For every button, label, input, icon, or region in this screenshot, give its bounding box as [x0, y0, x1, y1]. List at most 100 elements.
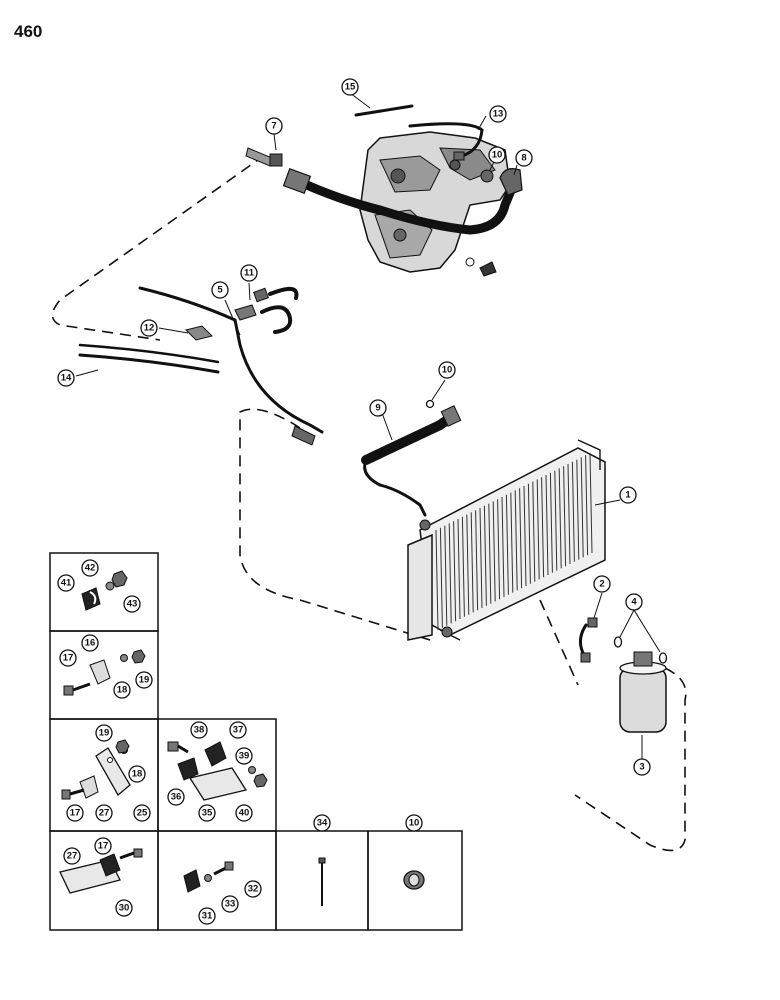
tube-5	[138, 286, 324, 446]
callout-10-detail: 10	[405, 814, 423, 832]
svg-text:11: 11	[244, 268, 255, 279]
callout-14: 14	[57, 369, 75, 387]
hose-assembly-8	[282, 168, 523, 235]
bolt-17-b	[61, 788, 85, 800]
callout-10-top: 10	[488, 146, 506, 164]
svg-text:36: 36	[171, 792, 182, 803]
callout-5: 5	[211, 281, 229, 299]
callout-34: 34	[313, 814, 331, 832]
callout-38: 38	[190, 721, 208, 739]
callout-30: 30	[115, 899, 133, 917]
svg-text:18: 18	[132, 769, 143, 780]
svg-text:27: 27	[99, 808, 110, 819]
callout-35: 35	[198, 804, 216, 822]
svg-text:18: 18	[117, 685, 128, 696]
callout-8: 8	[515, 149, 533, 167]
svg-text:8: 8	[521, 153, 526, 164]
nut-19-a	[131, 649, 146, 664]
callout-18-b: 18	[128, 765, 146, 783]
svg-text:38: 38	[194, 725, 205, 736]
o-ring-10-top	[480, 169, 494, 183]
washer-18-a	[120, 654, 128, 662]
washer-42	[105, 581, 115, 591]
svg-text:19: 19	[99, 728, 110, 739]
receiver-drier-3	[619, 651, 667, 733]
condenser-1	[407, 439, 606, 641]
washer-33	[204, 874, 212, 882]
callout-43: 43	[123, 595, 141, 613]
callout-17-c: 17	[94, 837, 112, 855]
svg-text:35: 35	[202, 808, 213, 819]
nut-19-b	[115, 739, 130, 754]
svg-text:5: 5	[217, 285, 223, 296]
svg-text:16: 16	[85, 638, 96, 649]
svg-text:10: 10	[409, 818, 420, 829]
hose-13	[408, 122, 484, 158]
svg-text:43: 43	[127, 599, 138, 610]
svg-text:12: 12	[144, 323, 155, 334]
o-ring-10-detail	[403, 870, 425, 890]
clip-36	[177, 757, 199, 781]
svg-text:41: 41	[61, 578, 72, 589]
callout-36: 36	[167, 788, 185, 806]
svg-text:17: 17	[70, 808, 81, 819]
callout-9: 9	[369, 399, 387, 417]
routing-dashed-lines	[51, 154, 687, 852]
callout-27-a: 27	[95, 804, 113, 822]
callout-33: 33	[221, 895, 239, 913]
callout-27-b: 27	[63, 847, 81, 865]
callout-12: 12	[140, 319, 158, 337]
svg-text:3: 3	[639, 762, 644, 773]
svg-text:4: 4	[631, 597, 637, 608]
bolt-38	[167, 741, 189, 754]
svg-text:42: 42	[85, 563, 96, 574]
svg-text:39: 39	[239, 751, 250, 762]
hose-15	[354, 104, 414, 117]
callout-15: 15	[341, 78, 359, 96]
callout-37: 37	[229, 721, 247, 739]
clip-41	[81, 587, 101, 611]
detail-grid	[49, 552, 463, 931]
washer-39	[248, 766, 256, 774]
callout-18-a: 18	[113, 681, 131, 699]
strap-34	[318, 857, 326, 906]
o-ring-4a	[613, 636, 623, 648]
callout-39: 39	[235, 747, 253, 765]
bolt-17-c	[119, 848, 143, 860]
fitting-11	[234, 286, 299, 334]
leader-lines	[75, 92, 661, 760]
callout-31: 31	[198, 907, 216, 925]
svg-text:10: 10	[492, 150, 503, 161]
clip-12	[185, 325, 213, 341]
svg-text:34: 34	[317, 818, 328, 829]
svg-text:17: 17	[98, 841, 109, 852]
callout-17-b: 17	[66, 804, 84, 822]
nut-40	[253, 773, 268, 788]
svg-text:15: 15	[345, 82, 356, 93]
callout-11: 11	[240, 264, 258, 282]
svg-text:40: 40	[239, 808, 250, 819]
svg-text:13: 13	[493, 109, 504, 120]
callout-25: 25	[133, 804, 151, 822]
callout-42: 42	[81, 559, 99, 577]
svg-text:30: 30	[119, 903, 130, 914]
bolt-17-a	[63, 682, 91, 696]
svg-text:1: 1	[625, 490, 631, 501]
callout-2: 2	[593, 575, 611, 593]
svg-text:25: 25	[137, 808, 148, 819]
callout-16: 16	[81, 634, 99, 652]
callout-19-a: 19	[135, 671, 153, 689]
bracket-35	[188, 767, 248, 801]
bracket-25	[95, 747, 131, 796]
svg-text:31: 31	[202, 911, 213, 922]
callout-32: 32	[244, 880, 262, 898]
callout-41: 41	[57, 574, 75, 592]
nut-43	[111, 570, 128, 588]
svg-text:33: 33	[225, 899, 236, 910]
clip-37	[204, 741, 227, 767]
svg-text:2: 2	[599, 579, 604, 590]
callout-17-a: 17	[59, 649, 77, 667]
bolt-32	[213, 861, 234, 876]
hose-9	[361, 405, 462, 517]
